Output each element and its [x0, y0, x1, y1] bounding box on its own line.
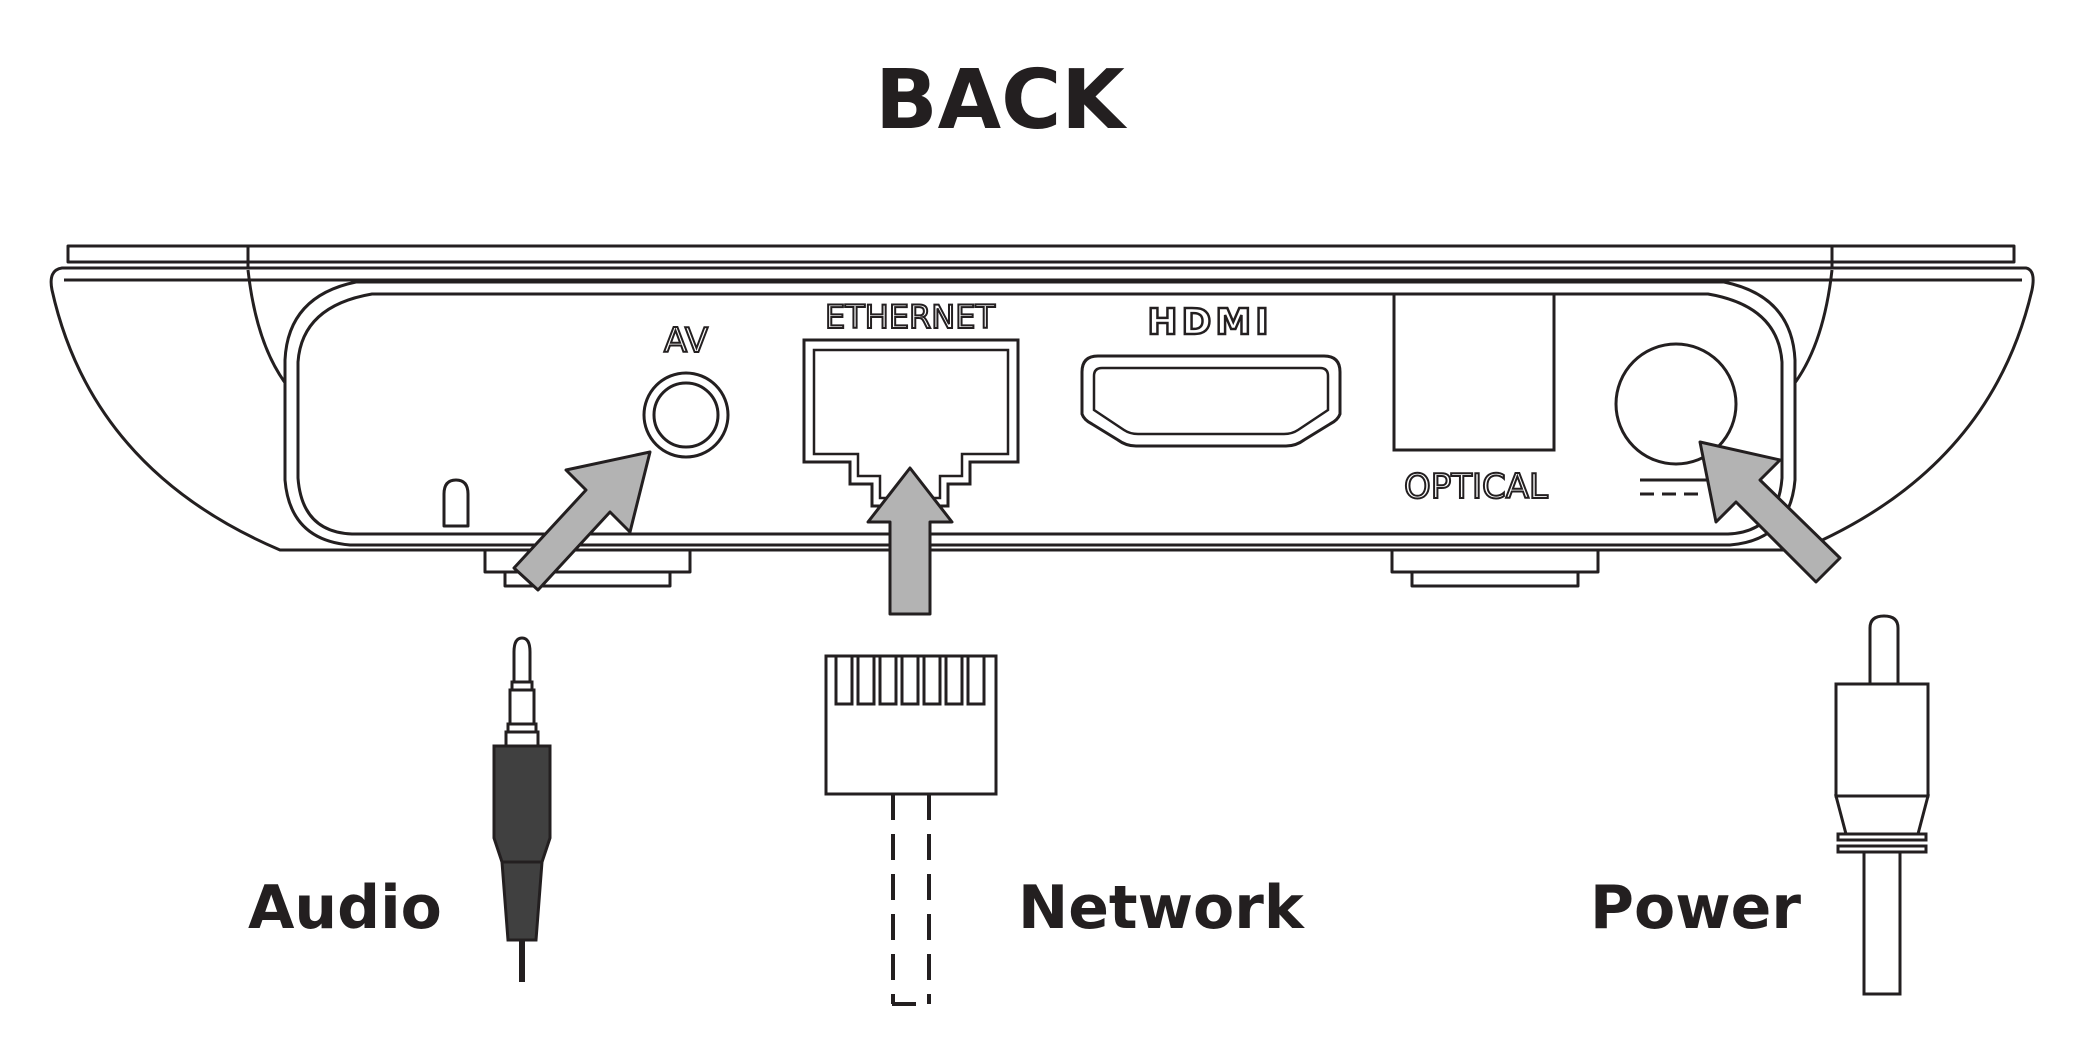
audio-arrow-icon	[512, 450, 652, 592]
audio-jack-icon	[492, 636, 552, 982]
ethernet-port: ETHERNET	[802, 297, 1020, 508]
audio-cable-label: Audio	[248, 873, 442, 943]
optical-port-label: OPTICAL	[1404, 467, 1548, 507]
power-arrow-icon	[1698, 440, 1842, 584]
hdmi-port: HDMI	[1080, 301, 1342, 448]
network-cable-label: Network	[1018, 873, 1306, 943]
power-port	[1614, 342, 1738, 496]
av-port-label: AV	[664, 321, 708, 361]
network-arrow-icon	[866, 466, 954, 616]
ethernet-port-label: ETHERNET	[825, 298, 995, 336]
power-cable-label: Power	[1590, 873, 1801, 943]
ethernet-plug-icon	[824, 654, 998, 1006]
diagram-title: BACK	[875, 53, 1128, 148]
power-plug-icon	[1834, 614, 1930, 996]
optical-port: OPTICAL	[1392, 292, 1556, 508]
dc-symbol-icon	[1640, 478, 1714, 496]
hdmi-port-label: HDMI	[1147, 302, 1272, 343]
av-port: AV	[642, 320, 730, 459]
